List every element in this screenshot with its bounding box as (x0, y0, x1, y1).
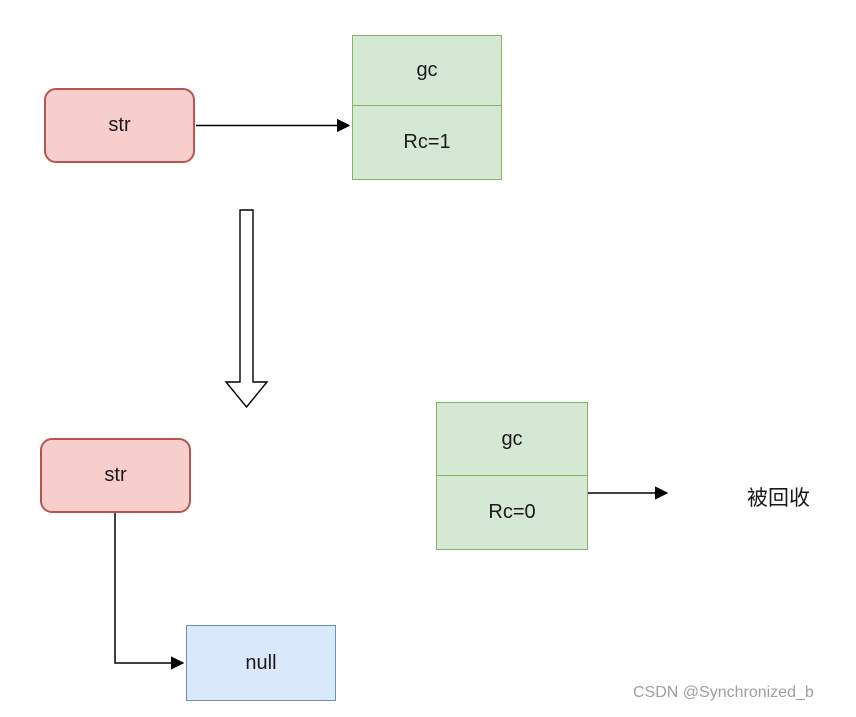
str-node-after: str (40, 438, 191, 513)
null-node: null (186, 625, 336, 701)
gc-refcount: Rc=0 (488, 501, 536, 523)
watermark-text: CSDN @Synchronized_b (633, 684, 814, 701)
gc-refcount: Rc=1 (403, 131, 451, 153)
gc-node-before: gc Rc=1 (352, 35, 502, 180)
gc-title-cell: gc (437, 403, 587, 476)
arrow-str-to-null (114, 513, 185, 670)
collected-label: 被回收 (747, 487, 810, 510)
gc-refcount-cell: Rc=1 (353, 106, 501, 179)
transition-down-arrow (224, 209, 269, 409)
gc-refcount-cell: Rc=0 (437, 476, 587, 549)
str-label: str (104, 464, 127, 486)
gc-node-after: gc Rc=0 (436, 402, 588, 550)
str-node-before: str (44, 88, 195, 163)
gc-title-cell: gc (353, 36, 501, 106)
gc-title: gc (416, 59, 438, 81)
null-label: null (245, 651, 277, 674)
str-label: str (108, 114, 131, 136)
gc-title: gc (501, 427, 523, 450)
